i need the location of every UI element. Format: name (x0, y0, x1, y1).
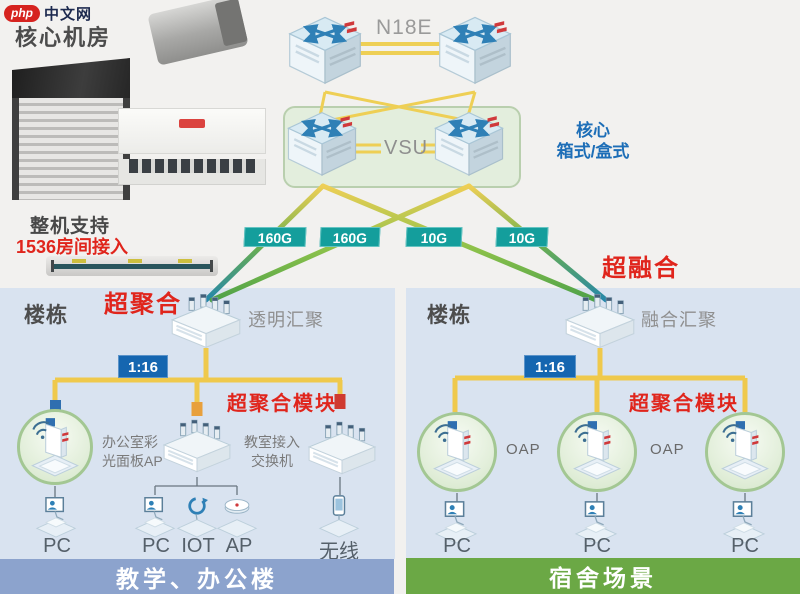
vsu-label: VSU (384, 137, 429, 159)
core-type-line1: 核心 (576, 121, 610, 140)
uplink-speed-badge: 160G (243, 227, 307, 247)
odn-splitter-bar-photo (46, 256, 218, 276)
split-ratio-badge: 1:16 (118, 355, 168, 378)
split-ratio-badge: 1:16 (524, 355, 576, 378)
oap-icon (573, 420, 621, 480)
uplink-speed-badge: 10G (495, 227, 549, 247)
wireless-terminal-icon (319, 495, 359, 538)
converged-agg-switch-icon (565, 293, 635, 349)
room-access-note: 1536房间接入 (16, 237, 129, 257)
pc-icon (36, 497, 76, 538)
core-room-title: 核心机房 (15, 25, 112, 50)
dormitory-footer: 宿舍场景 (406, 558, 800, 594)
oap-label: OAP (506, 441, 541, 458)
chassis-support-note: 整机支持 (30, 216, 111, 237)
n18e-label: N18E (376, 16, 433, 39)
left-building-label: 楼栋 (24, 304, 68, 327)
php-logo-badge: php (4, 5, 40, 22)
pc-label: PC (443, 535, 471, 557)
converged-agg-label: 融合汇聚 (641, 310, 717, 330)
ceiling-ap-icon (217, 499, 257, 538)
iot-icon (176, 496, 218, 538)
chassis-switch-photo (12, 58, 130, 200)
right-building-label: 楼栋 (427, 304, 471, 327)
pc-label: PC (583, 535, 611, 557)
transparent-agg-switch-icon (171, 293, 241, 349)
core-type-line2: 箱式/盒式 (556, 142, 630, 162)
super-aggregation-callout: 超聚合 (104, 291, 182, 318)
iot-label: IOT (181, 535, 215, 557)
oap-icon (433, 420, 481, 480)
pc-label: PC (731, 535, 759, 557)
wall-ap-label: 办公室彩 光面板AP (102, 434, 163, 469)
ap-label: AP (225, 535, 253, 557)
oap-icon (721, 420, 769, 480)
oap-label: OAP (650, 441, 685, 458)
wireless-access-switch-icon (308, 421, 376, 475)
hyper-convergence-callout: 超融合 (602, 255, 680, 282)
uplink-speed-badge: 10G (405, 227, 463, 247)
classroom-switch-label: 教室接入 交换机 (244, 434, 300, 469)
wireless-label: 无线 (319, 541, 359, 563)
site-logo: php 中文网 (4, 3, 92, 24)
core-switch-icon (286, 15, 364, 88)
site-logo-text: 中文网 (44, 6, 93, 23)
transparent-agg-label: 透明汇聚 (248, 310, 324, 330)
pc-label: PC (43, 535, 71, 557)
classroom-access-switch-icon (163, 419, 231, 473)
core-switch-icon (436, 15, 514, 88)
wall-ap-icon (31, 417, 79, 477)
rack-switch-photo (118, 108, 266, 186)
vsu-switch-icon (285, 110, 359, 180)
teaching-office-footer: 教学、办公楼 (0, 559, 394, 594)
super-agg-module-label: 超聚合模块 (629, 393, 739, 415)
core-type-label: 核心 箱式/盒式 (548, 120, 638, 163)
pc-label: PC (142, 535, 170, 557)
super-agg-module-label: 超聚合模块 (227, 393, 337, 415)
vsu-switch-icon (432, 110, 506, 180)
pc-icon (135, 497, 175, 538)
uplink-speed-badge: 160G (319, 227, 381, 247)
